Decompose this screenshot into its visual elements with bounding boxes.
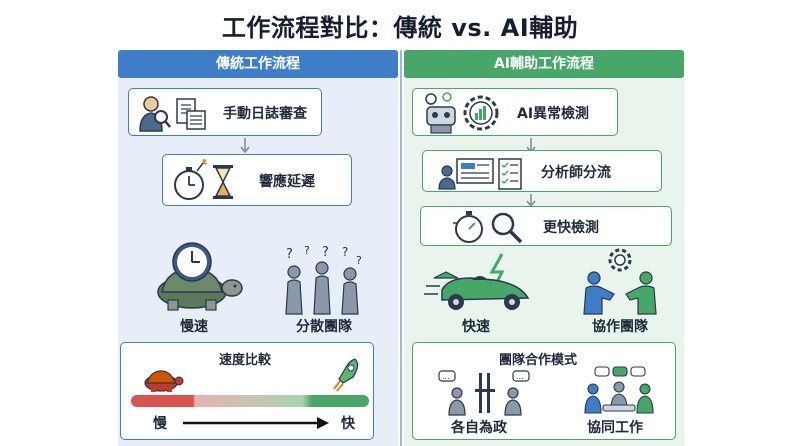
bomb-hourglass-icon xyxy=(174,159,233,200)
traditional-panel: 傳統工作流程 手動日誌審查 xyxy=(118,50,398,446)
rocket-icon xyxy=(333,358,359,392)
collab-team-label: 協作團隊 xyxy=(592,319,648,335)
isolated-workers-icon: ... ... xyxy=(438,370,530,416)
svg-text:?: ? xyxy=(356,254,362,267)
faster-detection-box: 更快檢測 xyxy=(420,206,672,246)
confused-team-icon: ? ? ? ? ? xyxy=(285,244,362,315)
analyst-triage-label: 分析師分流 xyxy=(541,165,611,181)
slow-label: 慢 xyxy=(153,416,167,432)
page-title: 工作流程對比：傳統 vs. AI輔助 xyxy=(221,14,579,42)
individual-work-label: 各自為政 xyxy=(451,420,507,436)
down-arrow-icon xyxy=(240,138,250,154)
faster-detection-label: 更快檢測 xyxy=(543,220,599,236)
collaborating-team-icon xyxy=(584,366,654,414)
ai-anomaly-detection-label: AI異常檢測 xyxy=(517,106,590,122)
speed-gradient-bar xyxy=(131,395,369,407)
traditional-header: 傳統工作流程 xyxy=(118,50,398,78)
ai-panel: AI輔助工作流程 AI異常檢測 xyxy=(404,50,684,446)
race-car-icon xyxy=(424,253,530,310)
svg-text:...: ... xyxy=(516,372,524,381)
teamwork-model-box: 團隊合作模式 ... ... 各自為政 協同工作 xyxy=(412,342,676,440)
analyst-checklist-icon xyxy=(438,158,522,190)
teamwork-model-title: 團隊合作模式 xyxy=(499,353,578,368)
svg-text:?: ? xyxy=(322,245,329,260)
analyst-triage-box: 分析師分流 xyxy=(422,150,662,192)
stopwatch-magnifier-icon xyxy=(453,211,523,244)
dispersed-team-label: 分散團隊 xyxy=(296,319,352,335)
manual-log-review-box: 手動日誌審查 xyxy=(128,88,322,136)
speed-comparison-title: 速度比較 xyxy=(219,353,272,368)
panel-divider xyxy=(400,50,402,446)
collaborative-work-label: 協同工作 xyxy=(587,420,643,436)
svg-text:?: ? xyxy=(342,245,348,259)
right-arrow-icon xyxy=(183,417,329,429)
svg-text:...: ... xyxy=(442,372,450,381)
response-delay-label: 響應延遲 xyxy=(259,174,315,190)
svg-text:?: ? xyxy=(304,244,310,257)
robot-gear-chart-icon xyxy=(425,92,499,134)
fast-speed-label: 快速 xyxy=(462,319,490,335)
ai-anomaly-detection-box: AI異常檢測 xyxy=(412,88,618,136)
analyst-magnifier-icon xyxy=(139,96,206,132)
turtle-clock-icon xyxy=(157,242,243,311)
slow-speed-label: 慢速 xyxy=(180,319,208,335)
speed-comparison-box: 速度比較 xyxy=(120,342,374,440)
ai-header: AI輔助工作流程 xyxy=(404,50,684,78)
handshake-gear-icon xyxy=(583,248,657,315)
svg-text:?: ? xyxy=(286,247,293,262)
response-delay-box: 響應延遲 xyxy=(162,154,352,206)
manual-log-review-label: 手動日誌審查 xyxy=(223,106,307,122)
fast-label: 快 xyxy=(341,416,355,432)
turtle-icon xyxy=(144,370,184,392)
